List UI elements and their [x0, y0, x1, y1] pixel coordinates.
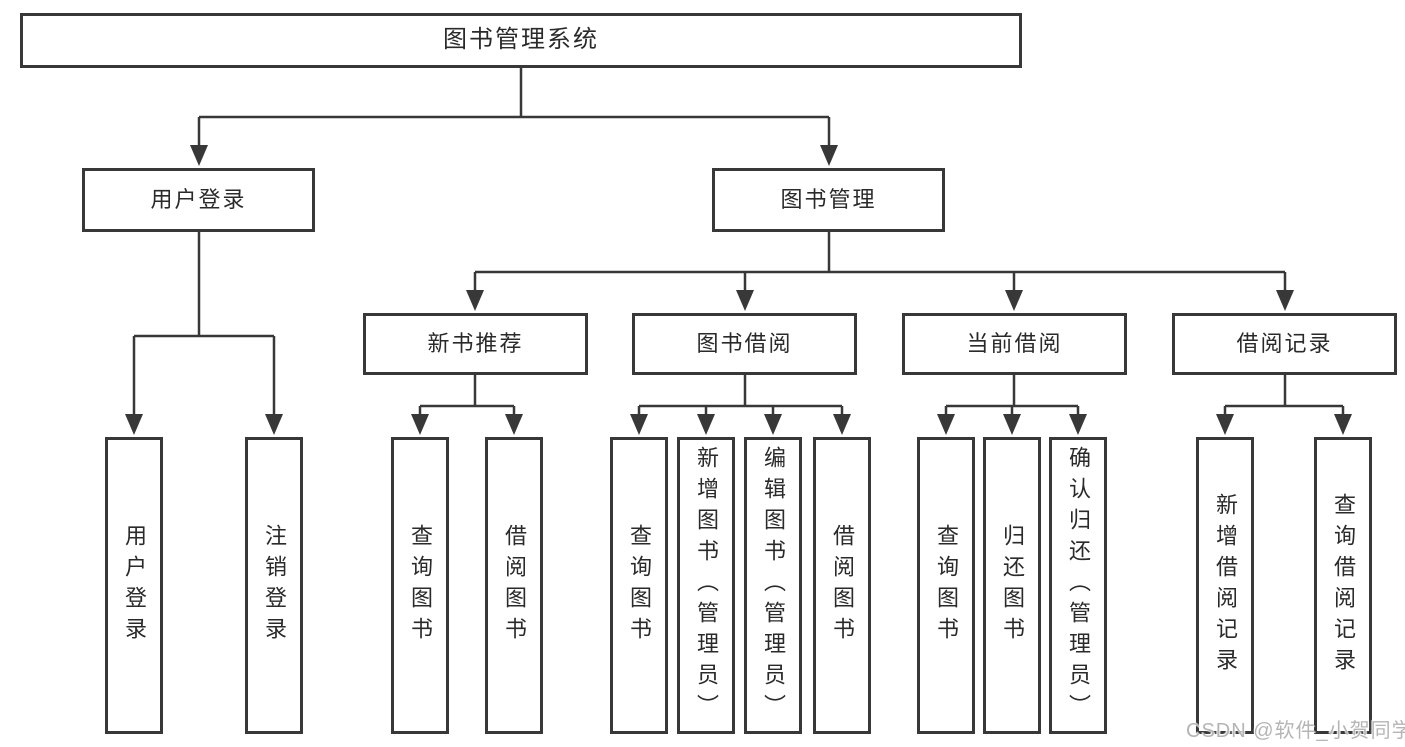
node-bb-add-books-admin: 新增图书（管理员） [677, 437, 735, 734]
connector-user-login-children [132, 232, 276, 418]
node-bb-borrow-books: 借阅图书 [813, 437, 871, 734]
node-book-borrow: 图书借阅 [632, 313, 857, 375]
node-root: 图书管理系统 [20, 13, 1022, 68]
connector-root-to-level2 [197, 68, 831, 150]
node-cb-query-books: 查询图书 [917, 437, 975, 734]
node-current-borrow: 当前借阅 [902, 313, 1127, 375]
node-new-book-recommend: 新书推荐 [363, 313, 588, 375]
node-book-management: 图书管理 [712, 168, 945, 232]
connector-new-book-children [418, 375, 516, 418]
node-logout: 注销登录 [245, 437, 303, 734]
connector-borrow-record-children [1223, 375, 1345, 418]
node-br-add-record: 新增借阅记录 [1196, 437, 1254, 734]
node-login: 用户登录 [105, 437, 163, 734]
connector-current-borrow-children [944, 375, 1080, 418]
node-borrow-records: 借阅记录 [1172, 313, 1397, 375]
node-rec-borrow-books: 借阅图书 [485, 437, 543, 734]
node-user-login: 用户登录 [82, 168, 315, 232]
watermark: CSDN @软件_小贺同学 [1186, 720, 1405, 742]
node-cb-confirm-return-admin: 确认归还（管理员） [1049, 437, 1107, 734]
connector-book-borrow-children [637, 375, 844, 418]
connector-book-management-children [473, 232, 1287, 294]
arrowheads [125, 145, 1352, 435]
node-rec-query-books: 查询图书 [391, 437, 449, 734]
node-br-query-record: 查询借阅记录 [1314, 437, 1372, 734]
node-bb-edit-books-admin: 编辑图书（管理员） [744, 437, 802, 734]
node-bb-query-books: 查询图书 [610, 437, 668, 734]
node-cb-return-books: 归还图书 [983, 437, 1041, 734]
